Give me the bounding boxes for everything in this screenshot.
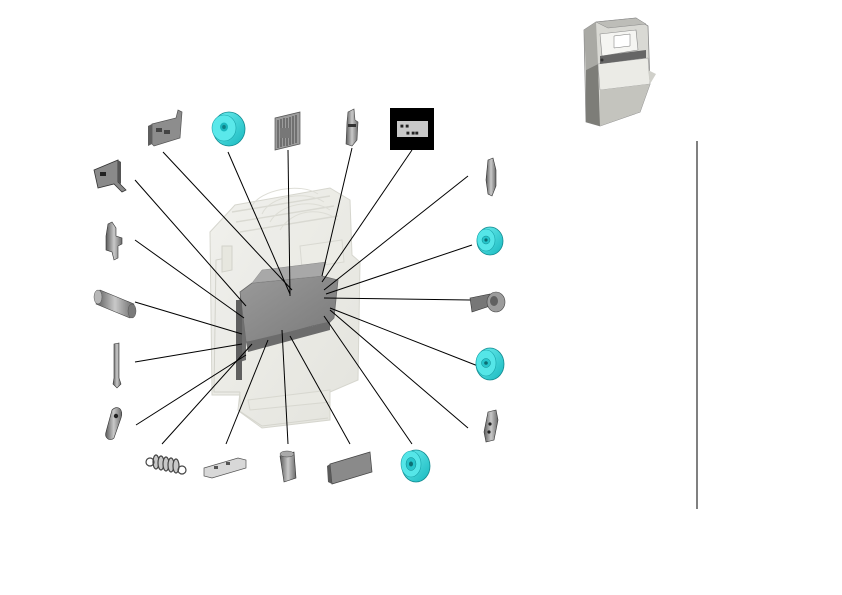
cyan-roller-part [476, 226, 504, 256]
assembled-printer-thumbnail [583, 17, 656, 127]
bent-bracket-part [93, 159, 127, 193]
cyan-wheel-part [475, 347, 505, 381]
latch-pin-part [345, 108, 359, 147]
bracket-plate-part [148, 109, 183, 147]
main-frame-plate [236, 261, 339, 380]
sleeve-part [279, 450, 297, 483]
label-sticker-part: ■ ■ ■ ■■ [390, 108, 434, 150]
rod-part [112, 342, 122, 389]
clip-part [483, 409, 499, 443]
cyan-gear-part [211, 111, 246, 147]
leader-lines [134, 147, 479, 445]
coil-spring-part [145, 454, 187, 475]
plate-strip-part [327, 451, 373, 485]
label-text-top: ■ ■ [400, 124, 409, 130]
comb-guide-part [274, 111, 301, 151]
slider-bar-part [203, 457, 247, 479]
lever-part [485, 157, 497, 197]
shaft-tube-part [93, 289, 137, 319]
cyan-pulley-part [400, 449, 431, 483]
pulley-bracket-part [469, 291, 506, 313]
spring-hook-part [105, 221, 123, 261]
label-text-bottom: ■ ■■ [406, 131, 419, 137]
hook-clip-part [105, 407, 123, 440]
